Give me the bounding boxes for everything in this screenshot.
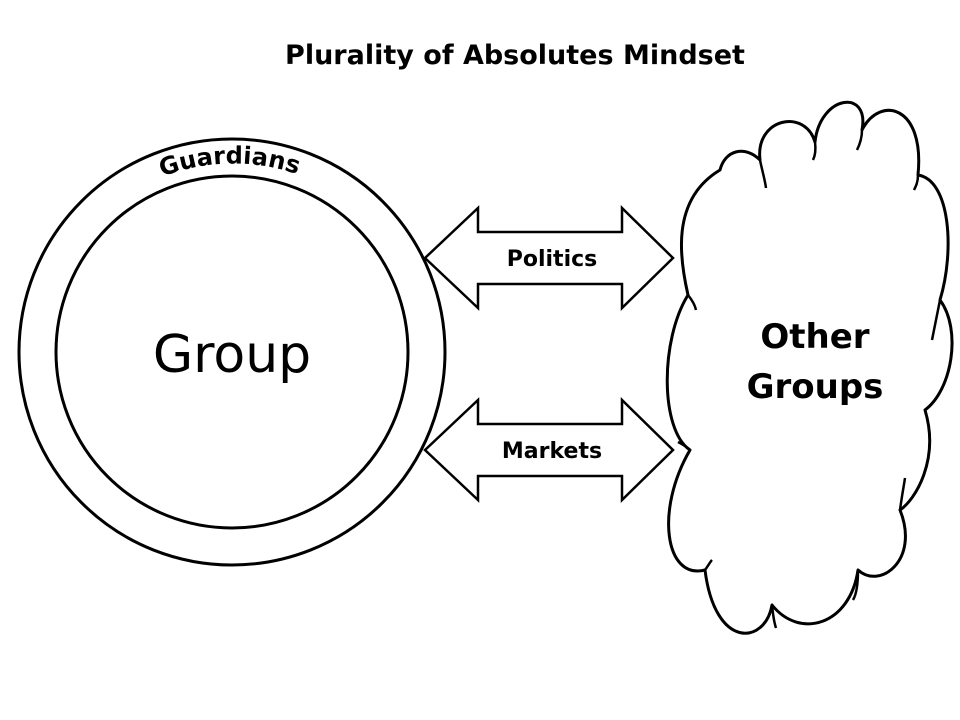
cloud-lobe-line bbox=[687, 294, 698, 311]
politics-label: Politics bbox=[507, 247, 598, 272]
other-groups-label-line1: Other bbox=[760, 317, 869, 357]
cloud-lobe-line bbox=[898, 477, 907, 511]
cloud-lobe-line bbox=[855, 129, 864, 151]
cloud-lobe-line bbox=[811, 141, 817, 161]
markets-label: Markets bbox=[502, 439, 602, 464]
cloud-lobe-line bbox=[851, 569, 860, 601]
cloud-lobe-line bbox=[703, 559, 713, 571]
cloud-lobe-line bbox=[912, 174, 920, 191]
politics-arrow bbox=[423, 205, 675, 311]
cloud-lobe-line bbox=[930, 299, 942, 341]
group-circle bbox=[54, 174, 410, 530]
group-label: Group bbox=[153, 325, 311, 385]
markets-arrow bbox=[423, 397, 675, 503]
other-groups-label-line2: Groups bbox=[747, 367, 884, 407]
cloud-lobe-line bbox=[677, 440, 691, 451]
cloud-lobe-line bbox=[770, 604, 778, 629]
other-groups-cloud bbox=[665, 100, 954, 635]
cloud-lobe-line bbox=[758, 159, 768, 189]
diagram-title: Plurality of Absolutes Mindset bbox=[285, 40, 745, 71]
